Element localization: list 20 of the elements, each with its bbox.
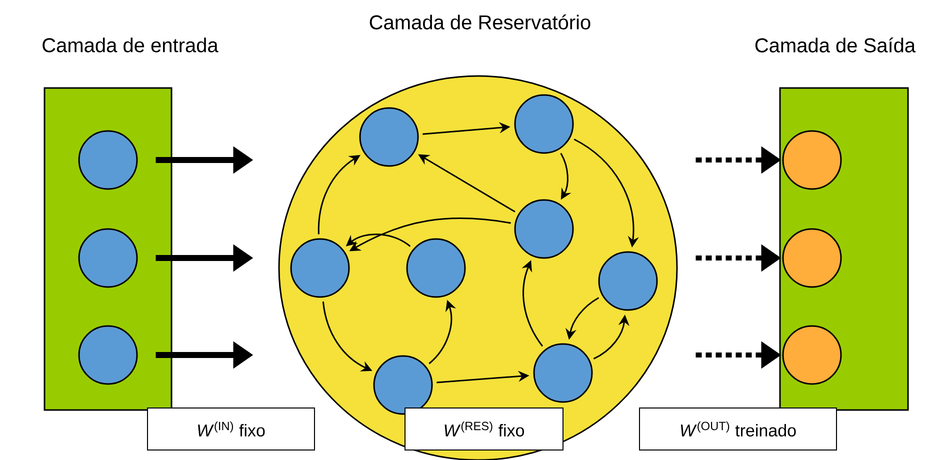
neuron-circle bbox=[514, 199, 574, 259]
weight-label-box: W$^{(OUT)}$ treinado bbox=[639, 407, 837, 450]
neuron-circle bbox=[78, 130, 138, 190]
neuron-circle bbox=[359, 107, 419, 167]
layer-title: Camada de Reservatório bbox=[370, 14, 590, 30]
neuron-circle bbox=[373, 355, 433, 415]
neuron-circle bbox=[598, 251, 658, 311]
neuron-circle bbox=[406, 238, 466, 298]
layer-title: Camada de entrada bbox=[42, 38, 218, 52]
neuron-circle bbox=[782, 325, 842, 385]
neuron-circle bbox=[78, 228, 138, 288]
neuron-circle bbox=[782, 228, 842, 288]
neuron-circle bbox=[514, 94, 574, 154]
weight-label-box: W$^{(IN)}$ fixo bbox=[147, 407, 315, 450]
weight-label-box: W$^{(RES)}$ fixo bbox=[404, 407, 564, 450]
neuron-circle bbox=[782, 130, 842, 190]
neuron-circle bbox=[78, 325, 138, 385]
layer-title: Camada de Saída bbox=[755, 38, 916, 52]
neuron-circle bbox=[533, 343, 593, 403]
neuron-circle bbox=[290, 238, 350, 298]
